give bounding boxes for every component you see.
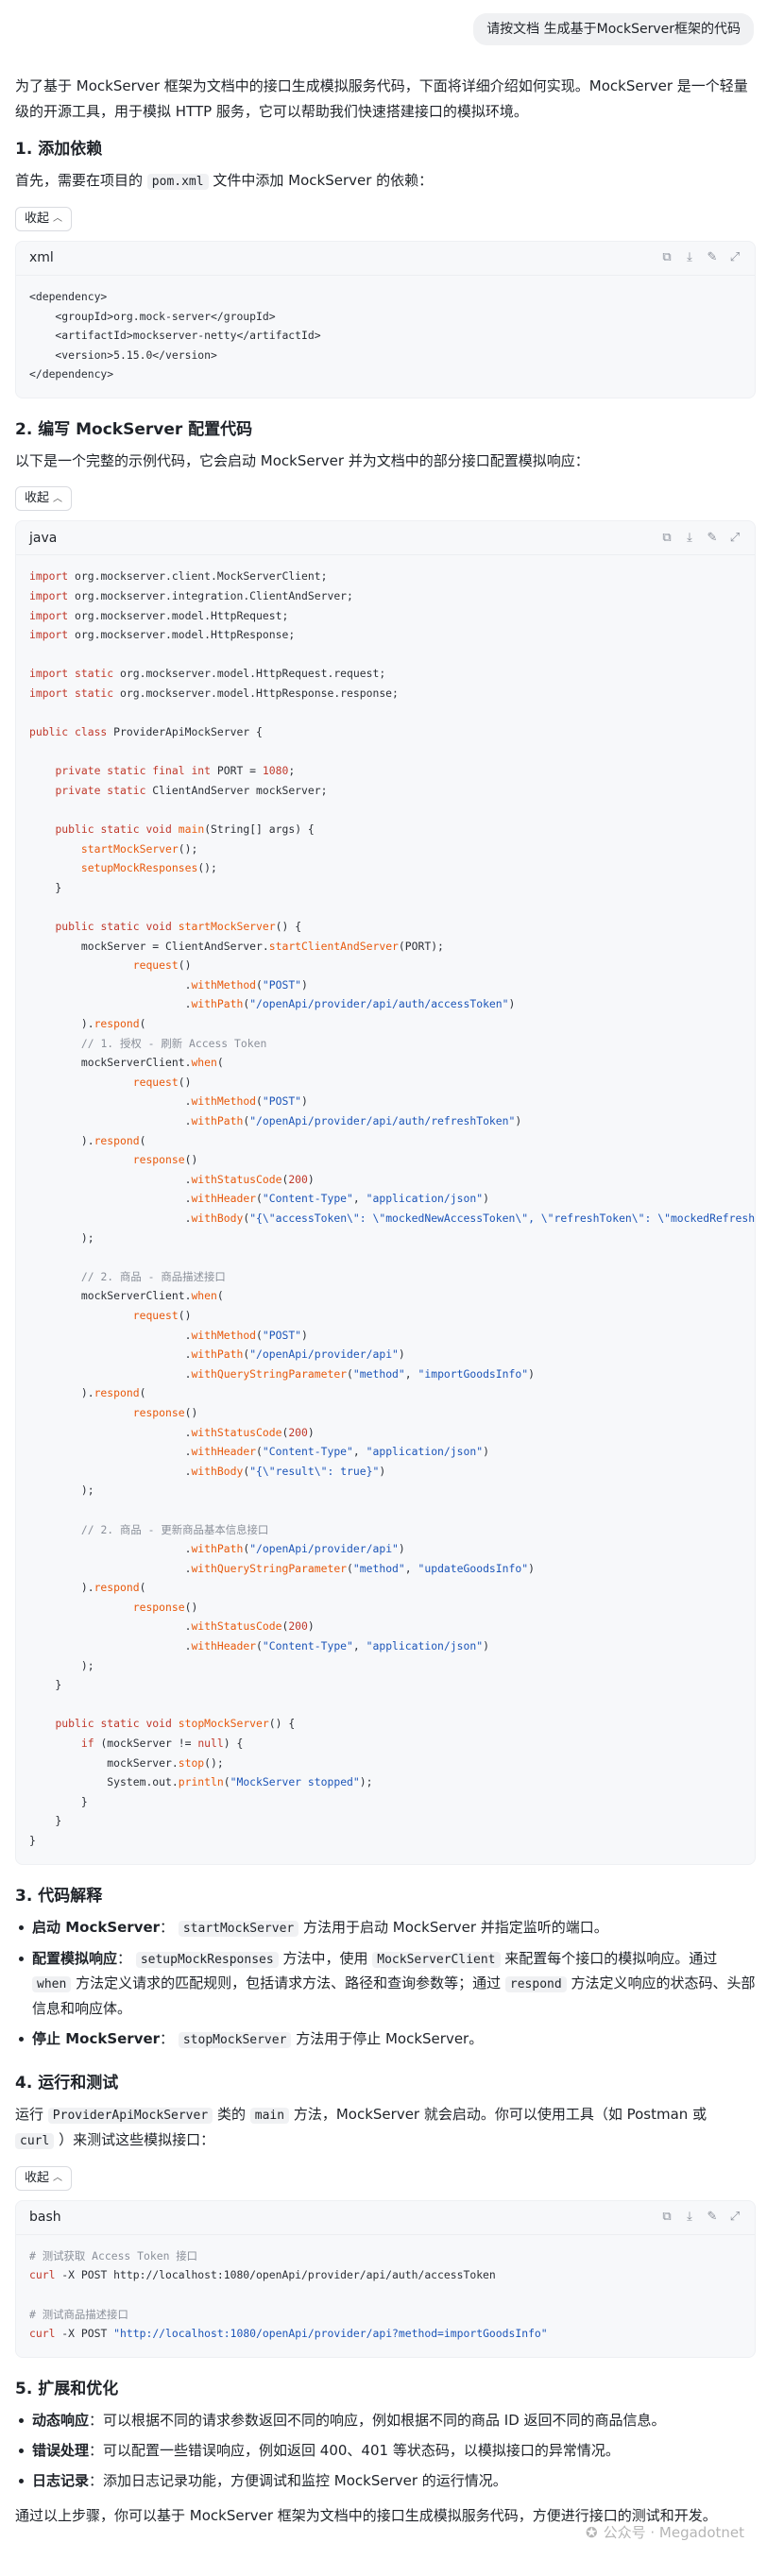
section-4-text: 运行 ProviderApiMockServer 类的 main 方法，Mock… — [15, 2106, 707, 2149]
section-1-text: 首先，需要在项目的 pom.xml 文件中添加 MockServer 的依赖： — [15, 172, 434, 191]
edit-icon[interactable]: ✎ — [707, 2209, 718, 2224]
section-5-list: 动态响应：可以根据不同的请求参数返回不同的响应，例如根据不同的商品 ID 返回不… — [15, 2408, 756, 2494]
section-5-heading: 5. 扩展和优化 — [15, 2379, 119, 2398]
watermark: ✪ 公众号 · Megadotnet — [586, 2520, 744, 2545]
inline-code-pom: pom.xml — [146, 174, 209, 191]
list-item: 启动 MockServer： startMockServer 方法用于启动 Mo… — [15, 1915, 756, 1940]
code-block-java: java ⧉ ⤓ ✎ ⤢ import org.mockserver.clien… — [15, 520, 756, 1865]
collapse-button[interactable]: 收起︿ — [15, 206, 73, 231]
list-item: 配置模拟响应： setupMockResponses 方法中，使用 MockSe… — [15, 1946, 756, 2022]
collapse-button[interactable]: 收起︿ — [15, 2165, 73, 2191]
chevron-up-icon: ︿ — [53, 213, 63, 225]
chevron-up-icon: ︿ — [53, 2173, 63, 2184]
code-language-label: xml — [29, 250, 54, 266]
download-icon[interactable]: ⤓ — [687, 2209, 692, 2224]
code-block-header: java ⧉ ⤓ ✎ ⤢ — [16, 521, 755, 556]
code-block-bash: bash ⧉ ⤓ ✎ ⤢ # 测试获取 Access Token 接口 curl… — [15, 2199, 756, 2358]
code-language-label: java — [29, 530, 58, 546]
code-block-xml: xml ⧉ ⤓ ✎ ⤢ <dependency> <groupId>org.mo… — [15, 240, 756, 398]
edit-icon[interactable]: ✎ — [707, 250, 718, 265]
section-4-heading: 4. 运行和测试 — [15, 2074, 119, 2093]
list-item: 停止 MockServer： stopMockServer 方法用于停止 Moc… — [15, 2026, 756, 2052]
code-actions: ⧉ ⤓ ✎ ⤢ — [660, 247, 741, 269]
code-content-java: import org.mockserver.client.MockServerC… — [29, 569, 755, 1848]
code-block-header: bash ⧉ ⤓ ✎ ⤢ — [16, 2201, 755, 2235]
fullscreen-icon[interactable]: ⤢ — [729, 250, 741, 265]
section-3-heading: 3. 代码解释 — [15, 1886, 103, 1906]
list-item: 错误处理：可以配置一些错误响应，例如返回 400、401 等状态码，以模拟接口的… — [15, 2438, 756, 2463]
code-actions: ⧉ ⤓ ✎ ⤢ — [660, 528, 741, 550]
section-3-list: 启动 MockServer： startMockServer 方法用于启动 Mo… — [15, 1915, 756, 2052]
edit-icon[interactable]: ✎ — [707, 530, 718, 545]
code-block-header: xml ⧉ ⤓ ✎ ⤢ — [16, 242, 755, 276]
chevron-up-icon: ︿ — [53, 493, 63, 504]
section-2-heading: 2. 编写 MockServer 配置代码 — [15, 419, 253, 439]
outro-paragraph: 通过以上步骤，你可以基于 MockServer 框架为文档中的接口生成模拟服务代… — [15, 2506, 717, 2524]
assistant-answer: 为了基于 MockServer 框架为文档中的接口生成模拟服务代码，下面将详细介… — [15, 45, 756, 2528]
list-item: 动态响应：可以根据不同的请求参数返回不同的响应，例如根据不同的商品 ID 返回不… — [15, 2408, 756, 2432]
intro-paragraph: 为了基于 MockServer 框架为文档中的接口生成模拟服务代码，下面将详细介… — [15, 77, 748, 120]
user-message-bubble: 请按文档 生成基于MockServer框架的代码 — [473, 13, 754, 46]
collapse-button[interactable]: 收起︿ — [15, 486, 73, 512]
download-icon[interactable]: ⤓ — [687, 530, 692, 545]
copy-icon[interactable]: ⧉ — [662, 2209, 672, 2224]
download-icon[interactable]: ⤓ — [687, 250, 692, 265]
wechat-icon: ✪ — [586, 2523, 598, 2541]
code-language-label: bash — [29, 2210, 61, 2226]
user-message-row: 请按文档 生成基于MockServer框架的代码 — [15, 0, 756, 46]
fullscreen-icon[interactable]: ⤢ — [729, 530, 741, 545]
code-content-xml: <dependency> <groupId>org.mock-server</g… — [29, 289, 321, 381]
list-item: 日志记录：添加日志记录功能，方便调试和监控 MockServer 的运行情况。 — [15, 2468, 756, 2493]
copy-icon[interactable]: ⧉ — [662, 530, 672, 545]
copy-icon[interactable]: ⧉ — [662, 250, 672, 265]
section-2-text: 以下是一个完整的示例代码，它会启动 MockServer 并为文档中的部分接口配… — [15, 452, 589, 470]
code-content-bash: # 测试获取 Access Token 接口 curl -X POST http… — [29, 2248, 548, 2341]
code-actions: ⧉ ⤓ ✎ ⤢ — [660, 2207, 741, 2229]
section-1-heading: 1. 添加依赖 — [15, 139, 103, 159]
fullscreen-icon[interactable]: ⤢ — [729, 2209, 741, 2224]
